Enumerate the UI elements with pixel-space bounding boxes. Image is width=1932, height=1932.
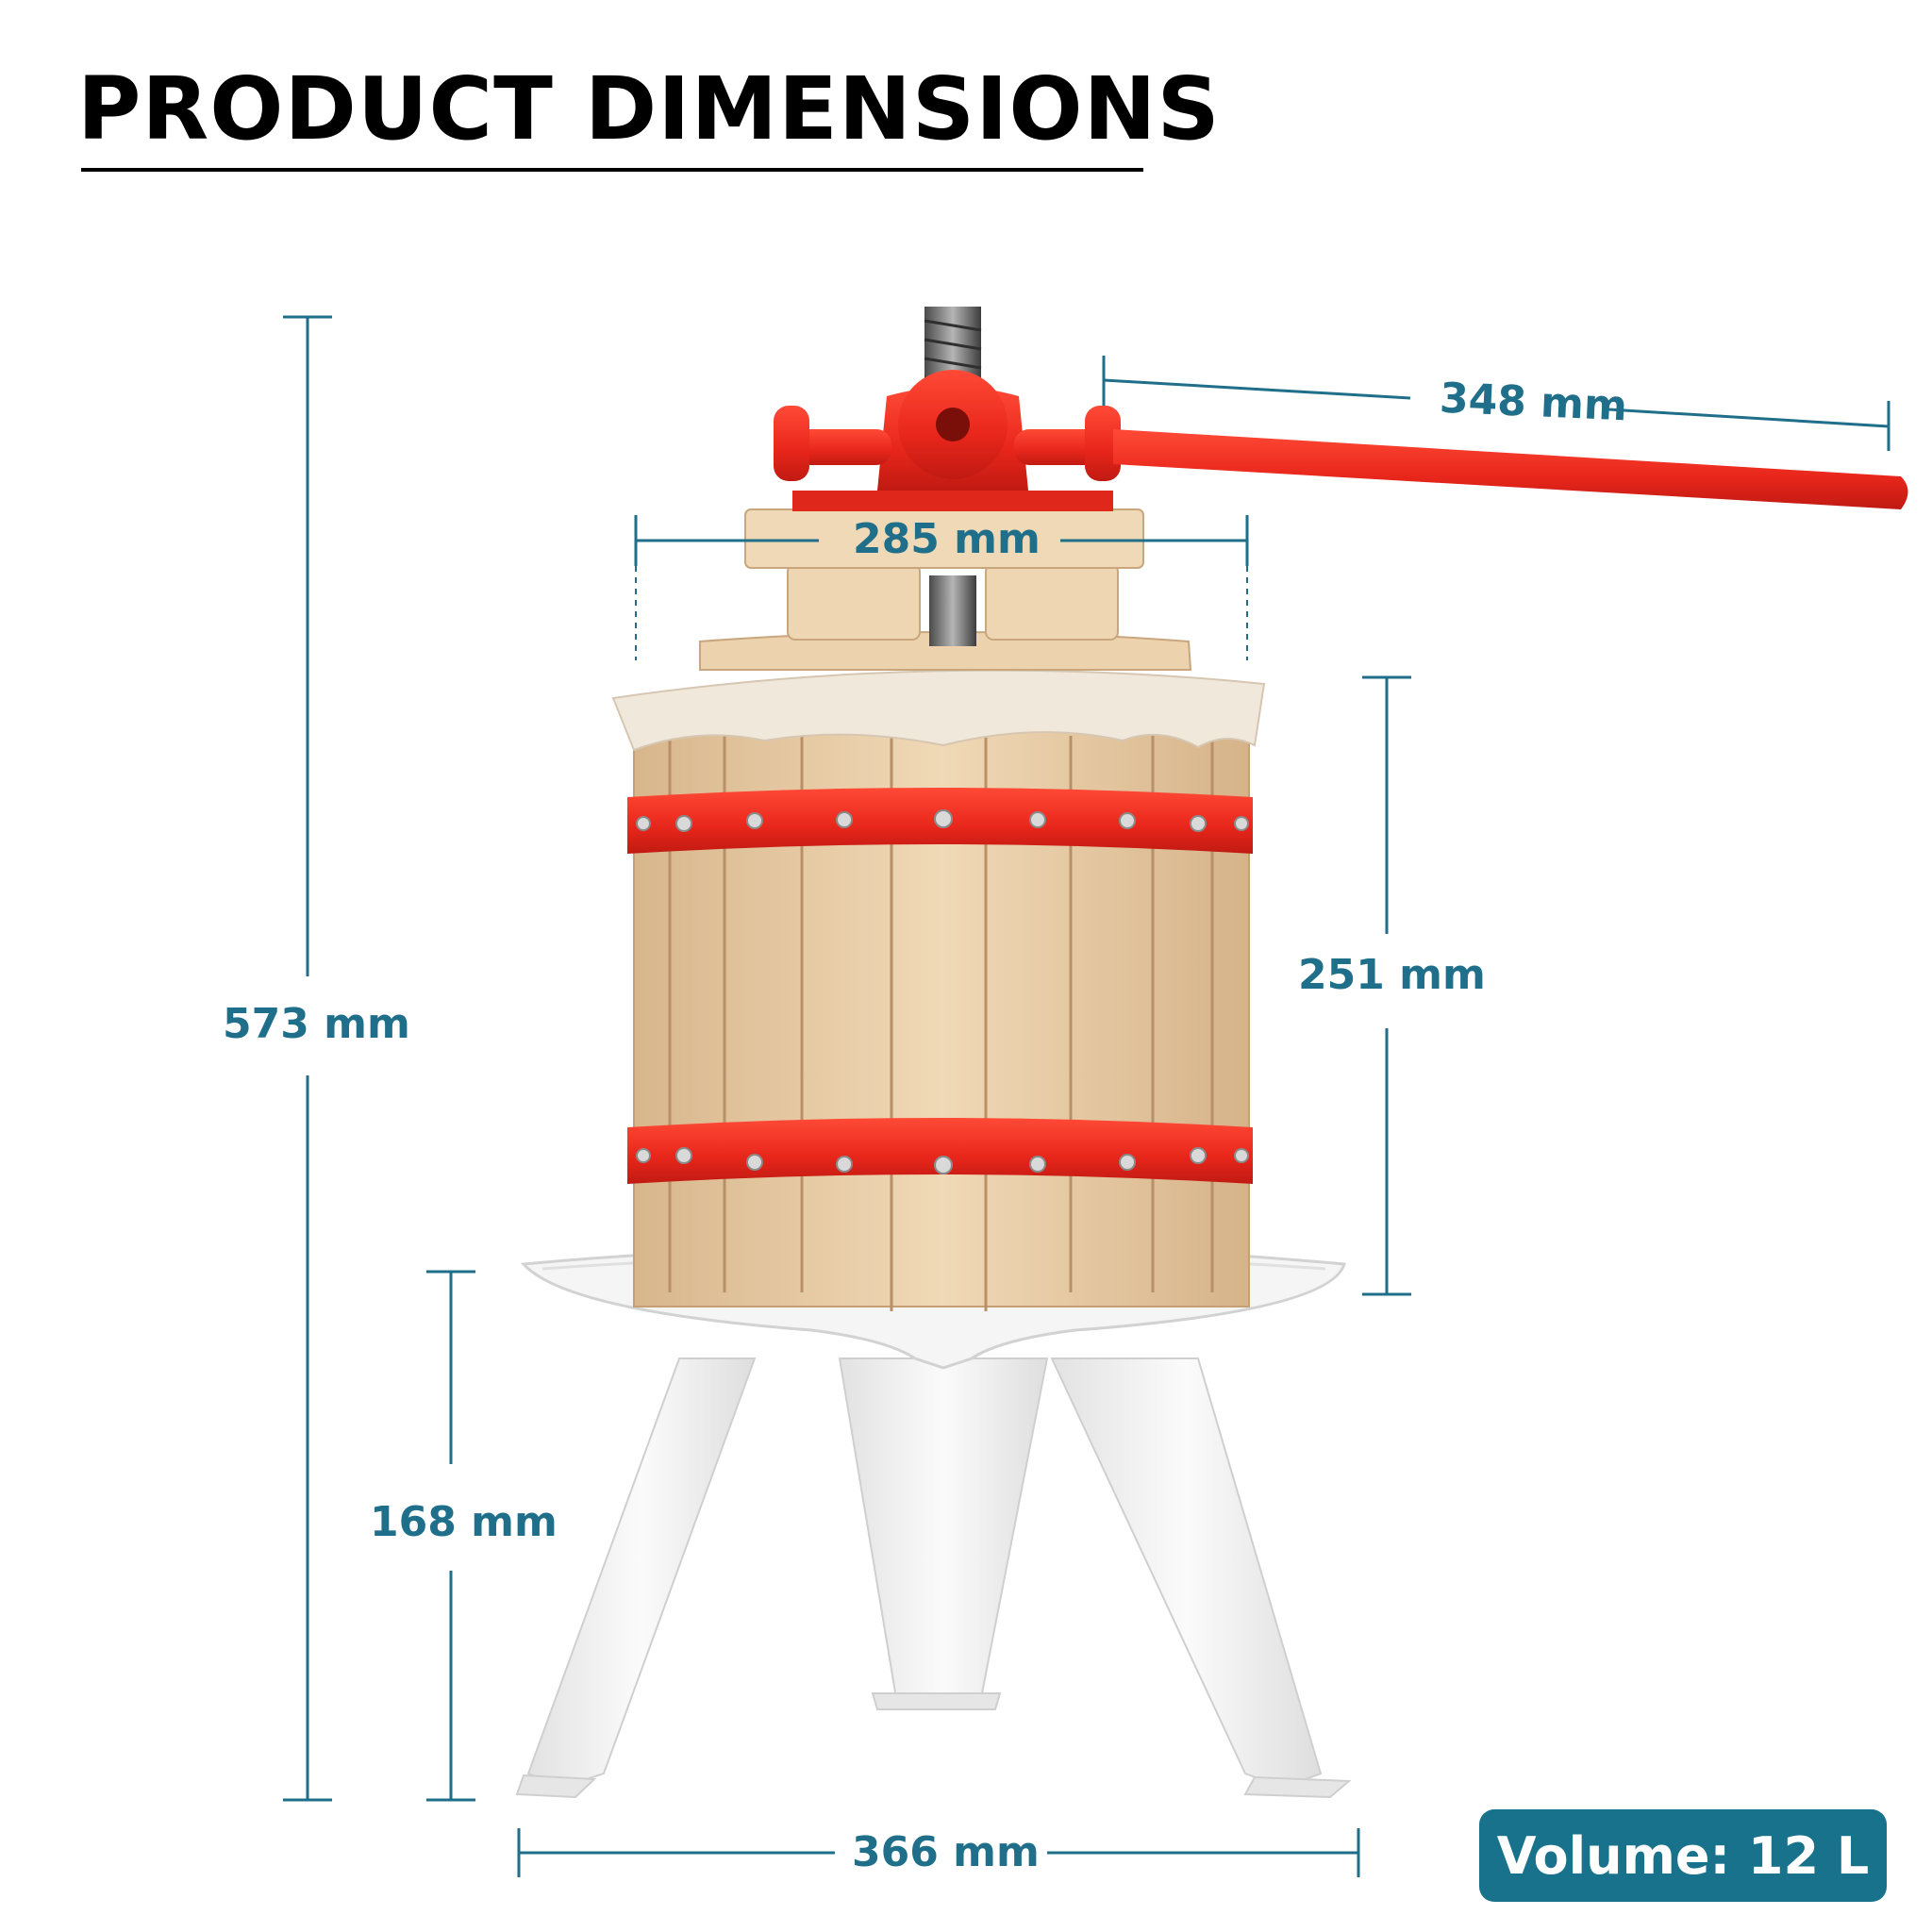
volume-text: Volume: 12 L — [1496, 1825, 1870, 1886]
red-handle-nut — [774, 370, 1123, 511]
handle-bar — [1113, 429, 1908, 509]
top-width-label: 285 mm — [853, 515, 1041, 563]
page-title: PRODUCT DIMENSIONS — [77, 58, 1221, 159]
volume-badge: Volume: 12 L — [1479, 1809, 1887, 1902]
dimension-lines — [283, 315, 1890, 1877]
handle-length-label: 348 mm — [1439, 374, 1628, 431]
stand-height-label: 168 mm — [370, 1498, 558, 1546]
pressing-blocks — [699, 508, 1192, 671]
title-underline — [81, 168, 1143, 172]
barrel-height-label: 251 mm — [1298, 951, 1486, 999]
base-width-label: 366 mm — [852, 1828, 1040, 1876]
stand-legs — [515, 1357, 1352, 1799]
barrel-hoops — [627, 788, 1253, 1184]
overall-height-label: 573 mm — [223, 1000, 410, 1048]
